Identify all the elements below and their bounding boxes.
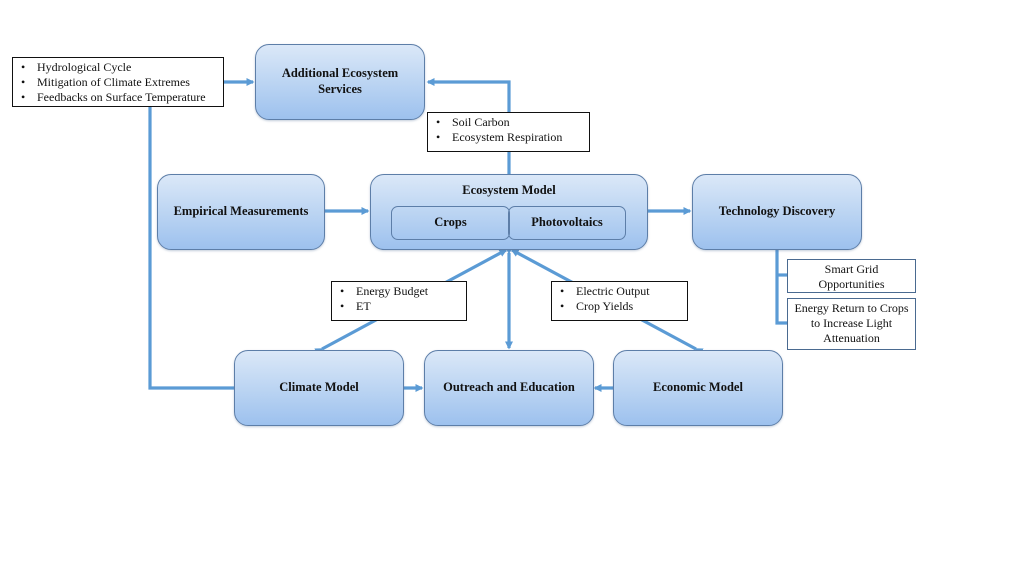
node-photovoltaics[interactable]: Photovoltaics	[508, 206, 626, 240]
node-additional-ecosystem-services[interactable]: Additional Ecosystem Services	[255, 44, 425, 120]
note-item: •Ecosystem Respiration	[436, 130, 563, 144]
note-item: •ET	[340, 299, 371, 313]
note-item: •Crop Yields	[560, 299, 634, 313]
note-item: •Mitigation of Climate Extremes	[21, 75, 190, 89]
note-electric: •Electric Output •Crop Yields	[551, 281, 688, 321]
note-item: •Hydrological Cycle	[21, 60, 132, 74]
node-crops[interactable]: Crops	[391, 206, 510, 240]
note-energy-return: Energy Return to Crops to Increase Light…	[787, 298, 916, 350]
node-ecosystem-model[interactable]: Ecosystem Model Crops Photovoltaics	[370, 174, 648, 250]
note-energy: •Energy Budget •ET	[331, 281, 467, 321]
node-outreach-education[interactable]: Outreach and Education	[424, 350, 594, 426]
note-services-inputs: •Hydrological Cycle •Mitigation of Clima…	[12, 57, 224, 107]
node-climate-model[interactable]: Climate Model	[234, 350, 404, 426]
node-empirical-measurements[interactable]: Empirical Measurements	[157, 174, 325, 250]
node-technology-discovery[interactable]: Technology Discovery	[692, 174, 862, 250]
note-smart-grid: Smart Grid Opportunities	[787, 259, 916, 293]
note-item: •Electric Output	[560, 284, 650, 298]
node-economic-model[interactable]: Economic Model	[613, 350, 783, 426]
note-item: •Soil Carbon	[436, 115, 510, 129]
note-item: •Feedbacks on Surface Temperature	[21, 90, 206, 104]
note-item: •Energy Budget	[340, 284, 429, 298]
line-services-inputs-to-climate	[148, 106, 236, 390]
note-soil: •Soil Carbon •Ecosystem Respiration	[427, 112, 590, 152]
